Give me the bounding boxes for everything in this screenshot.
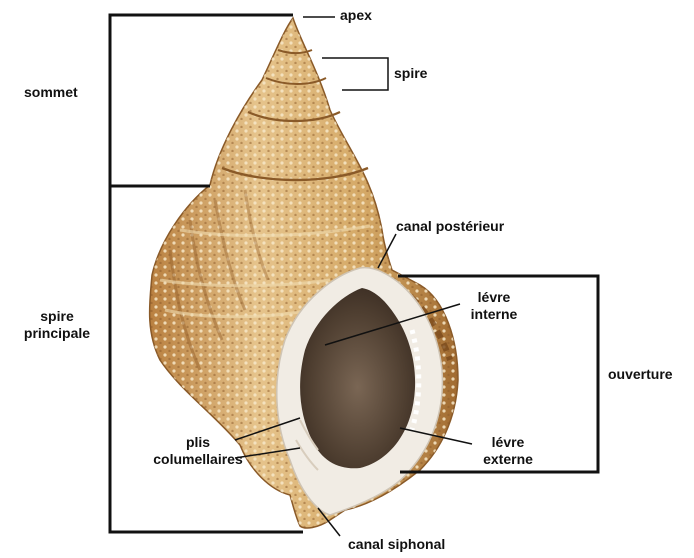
label-levre-interne: lévre interne <box>454 289 534 323</box>
label-spire-principale-line1: spire <box>14 308 100 325</box>
label-spire: spire <box>394 65 427 82</box>
spire-bracket <box>322 58 388 90</box>
label-levre-interne-line2: interne <box>454 306 534 323</box>
label-apex: apex <box>340 7 372 24</box>
label-levre-externe-line1: lévre <box>468 434 548 451</box>
label-plis-line1: plis <box>138 434 258 451</box>
label-sommet: sommet <box>24 84 78 101</box>
label-canal-posterieur: canal postérieur <box>396 218 504 235</box>
label-ouverture: ouverture <box>608 366 673 383</box>
label-levre-interne-line1: lévre <box>454 289 534 306</box>
label-levre-externe: lévre externe <box>468 434 548 468</box>
label-levre-externe-line2: externe <box>468 451 548 468</box>
label-plis-line2: columellaires <box>138 451 258 468</box>
label-spire-principale: spire principale <box>14 308 100 342</box>
label-spire-principale-line2: principale <box>14 325 100 342</box>
label-plis-columellaires: plis columellaires <box>138 434 258 468</box>
label-canal-siphonal: canal siphonal <box>348 536 445 553</box>
